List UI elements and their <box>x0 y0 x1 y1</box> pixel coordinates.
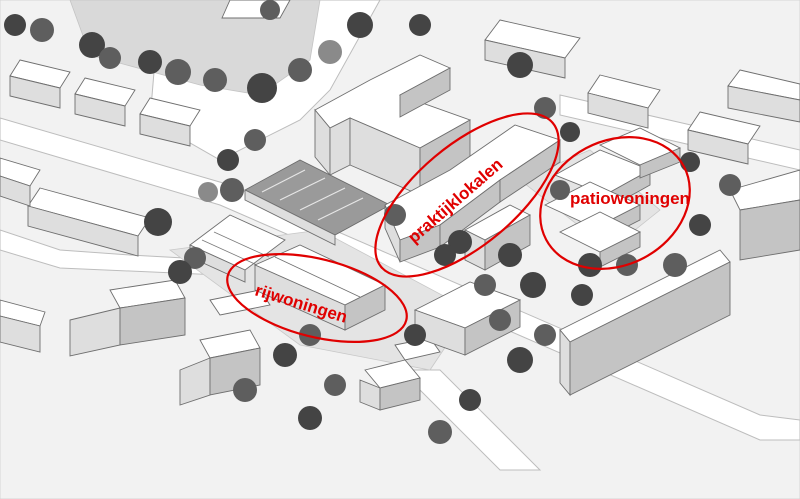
house-row-southwest <box>0 279 271 406</box>
tree-icon <box>244 129 266 151</box>
tree-icon <box>689 214 711 236</box>
tree-icon <box>719 174 741 196</box>
tree-icon <box>404 324 426 346</box>
tree-icon <box>324 374 346 396</box>
rijwoningen-outline <box>226 252 408 344</box>
tree-icon <box>217 149 239 171</box>
tree-icon <box>434 244 456 266</box>
tree-icon <box>138 50 162 74</box>
tree-icon <box>384 204 406 226</box>
tree-icon <box>288 58 312 82</box>
tree-icon <box>534 97 556 119</box>
praktijklokalen-outline <box>374 112 560 278</box>
tree-icon <box>168 260 192 284</box>
tree-icon <box>571 284 593 306</box>
tree-icon <box>4 14 26 36</box>
tree-icon <box>318 40 342 64</box>
tree-icon <box>474 274 496 296</box>
tree-icon <box>520 272 546 298</box>
house-row-northwest <box>9 59 201 147</box>
tree-icon <box>30 18 54 42</box>
apartment-block-east <box>559 169 800 397</box>
houses-north <box>221 0 800 165</box>
tree-icon <box>550 180 570 200</box>
tree-icon <box>79 32 105 58</box>
house-row-west <box>0 157 151 257</box>
tree-icon <box>560 122 580 142</box>
tree-icon <box>663 253 687 277</box>
patiowoningen-label: patiowoningen <box>570 189 690 208</box>
tree-icon <box>298 406 322 430</box>
tree-icon <box>428 420 452 444</box>
tree-icon <box>299 324 321 346</box>
tree-icon <box>198 182 218 202</box>
tree-icon <box>273 343 297 367</box>
tree-icon <box>409 14 431 36</box>
tree-icon <box>184 247 206 269</box>
tree-icon <box>534 324 556 346</box>
tree-icon <box>507 347 533 373</box>
tree-icon <box>260 0 280 20</box>
tree-icon <box>489 309 511 331</box>
tree-icon <box>459 389 481 411</box>
tree-icon <box>680 152 700 172</box>
houses-south <box>359 337 441 411</box>
tree-icon <box>247 73 277 103</box>
trees-layer <box>4 0 741 444</box>
surrounding-buildings <box>0 0 800 411</box>
tree-icon <box>220 178 244 202</box>
tree-icon <box>144 208 172 236</box>
south-road <box>398 369 542 471</box>
tree-icon <box>233 378 257 402</box>
tree-icon <box>347 12 373 38</box>
tree-icon <box>448 230 472 254</box>
tree-icon <box>99 47 121 69</box>
patiowoningen-outline <box>539 136 691 270</box>
tree-icon <box>507 52 533 78</box>
tree-icon <box>165 59 191 85</box>
tree-icon <box>203 68 227 92</box>
tree-icon <box>578 253 602 277</box>
tree-icon <box>498 243 522 267</box>
